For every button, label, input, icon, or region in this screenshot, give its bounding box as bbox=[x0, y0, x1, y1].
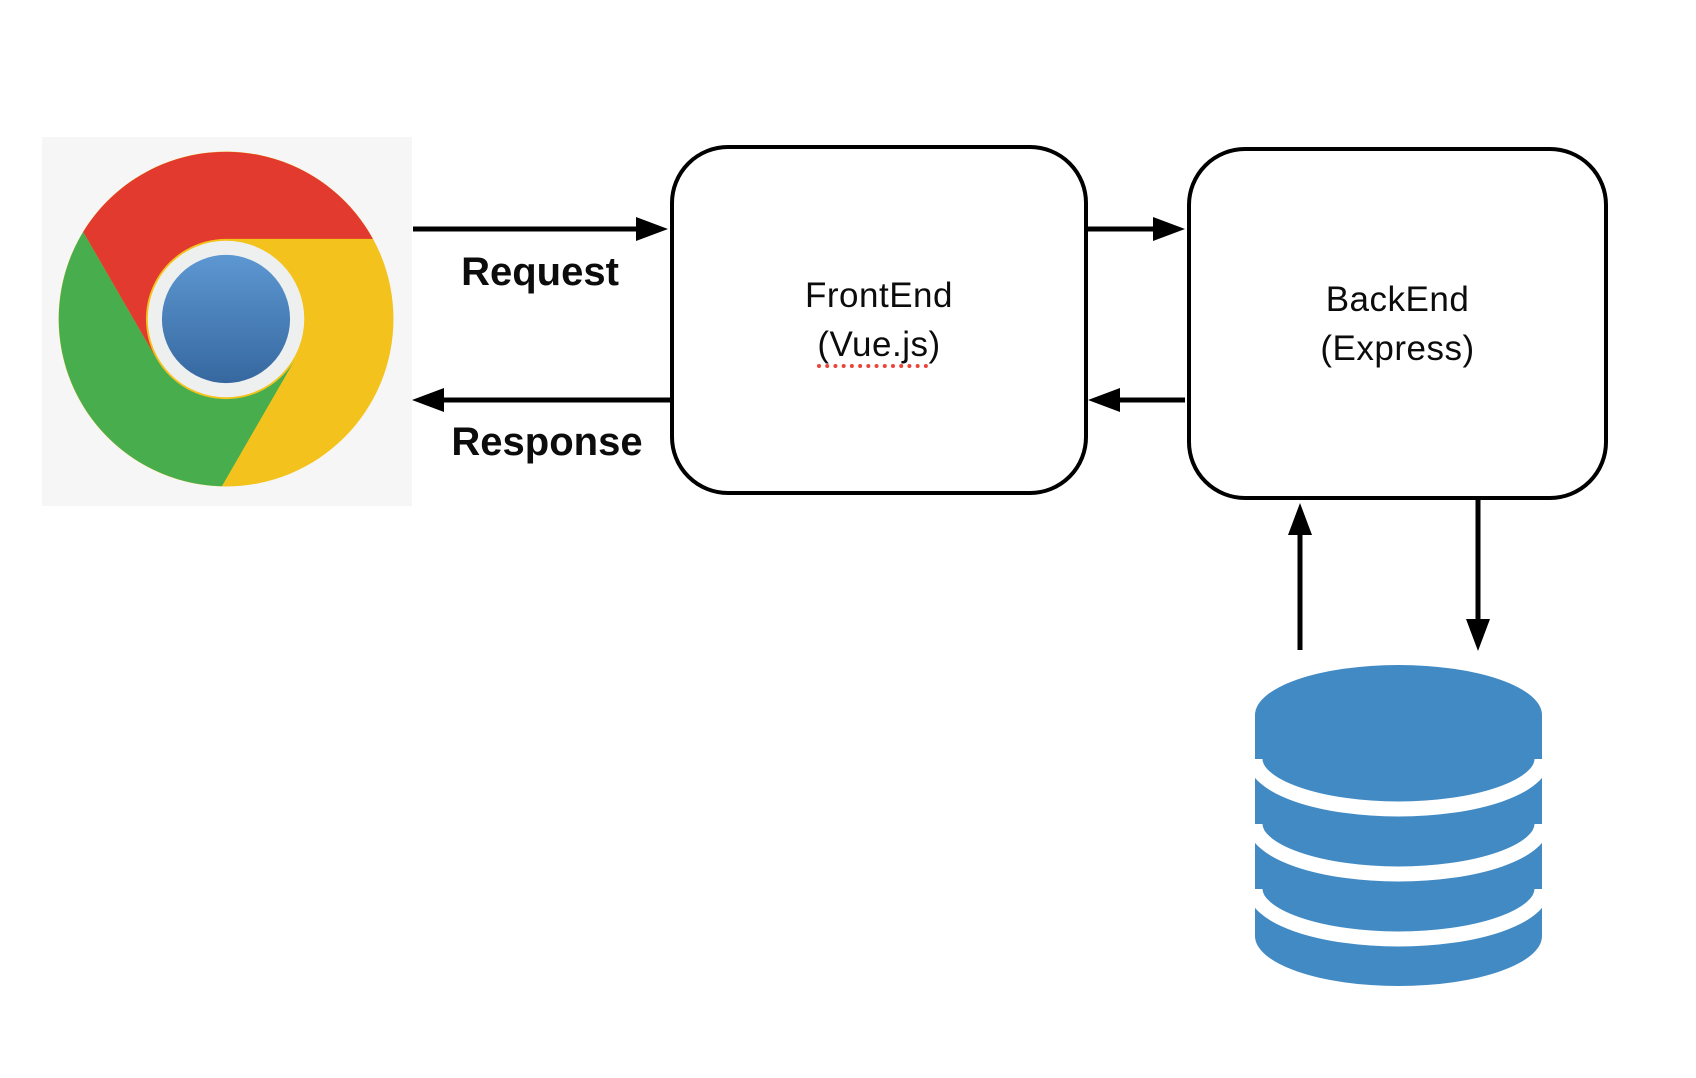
chrome-logo-icon bbox=[58, 151, 394, 487]
request-arrow bbox=[413, 217, 668, 241]
backend-to-frontend-arrowhead bbox=[1088, 388, 1120, 412]
frontend-node-subtitle: (Vue.js) bbox=[817, 320, 940, 369]
chrome-blue-ball bbox=[161, 254, 291, 384]
database-to-backend-arrowhead bbox=[1288, 503, 1312, 535]
frontend-tech-label: (Vue.js bbox=[817, 325, 929, 368]
frontend-to-backend-arrowhead bbox=[1153, 217, 1185, 241]
backend-to-database-arrow bbox=[1466, 500, 1490, 651]
database-body bbox=[1255, 665, 1542, 986]
backend-to-database-arrowhead bbox=[1466, 619, 1490, 651]
chrome-green-segment bbox=[58, 231, 296, 487]
chrome-red-segment bbox=[83, 151, 373, 360]
backend-node-title: BackEnd bbox=[1325, 279, 1470, 319]
database-separator-3 bbox=[1255, 888, 1542, 947]
frontend-to-backend-arrow bbox=[1088, 217, 1185, 241]
browser-node bbox=[42, 137, 412, 506]
backend-to-frontend-arrow bbox=[1088, 388, 1185, 412]
database-separator-1 bbox=[1255, 758, 1542, 817]
database-separator-2 bbox=[1255, 823, 1542, 882]
database-to-backend-arrow bbox=[1288, 503, 1312, 650]
backend-node-subtitle: (Express) bbox=[1320, 328, 1475, 368]
response-arrow bbox=[412, 388, 670, 412]
response-arrow-label: Response bbox=[451, 420, 643, 464]
frontend-node: FrontEnd (Vue.js) bbox=[670, 145, 1088, 495]
response-arrowhead bbox=[412, 388, 444, 412]
request-arrowhead bbox=[636, 217, 668, 241]
frontend-tech-label-close-paren: ) bbox=[928, 325, 941, 364]
request-arrow-label: Request bbox=[461, 250, 619, 294]
database-node bbox=[1255, 663, 1542, 988]
frontend-node-title: FrontEnd bbox=[805, 276, 953, 315]
backend-node: BackEnd (Express) bbox=[1187, 147, 1608, 500]
database-cylinder-icon bbox=[1255, 665, 1542, 986]
